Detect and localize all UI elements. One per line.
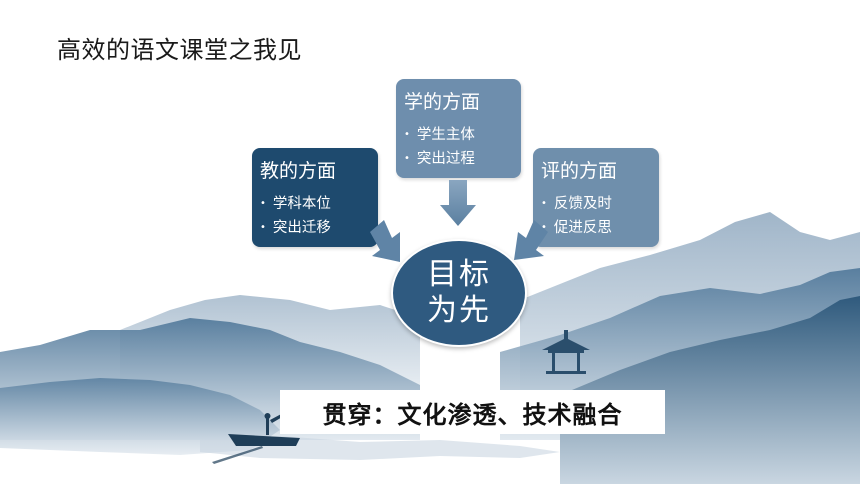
goal-first-circle: 目标 为先 [391, 239, 527, 347]
list-item: 反馈及时 [541, 193, 659, 217]
assess-aspect-title: 评的方面 [541, 160, 618, 182]
learn-aspect-box: 学的方面 学生主体 突出过程 [396, 79, 521, 178]
list-item: 学科本位 [260, 193, 378, 217]
down-right-arrow-icon [370, 220, 400, 262]
near-mountain-left [0, 378, 280, 455]
near-mountain-right [560, 296, 860, 484]
teach-aspect-title: 教的方面 [260, 160, 337, 182]
goal-line-2: 为先 [427, 293, 491, 328]
list-item: 突出迁移 [260, 217, 378, 241]
list-item: 突出过程 [404, 148, 521, 172]
assess-aspect-box: 评的方面 反馈及时 促进反思 [533, 148, 659, 247]
teach-aspect-list: 学科本位 突出迁移 [252, 193, 378, 241]
teach-aspect-box: 教的方面 学科本位 突出迁移 [252, 148, 378, 247]
list-item: 促进反思 [541, 217, 659, 241]
goal-line-1: 目标 [427, 257, 491, 292]
learn-aspect-title: 学的方面 [404, 91, 481, 113]
learn-aspect-list: 学生主体 突出过程 [396, 124, 521, 172]
assess-aspect-list: 反馈及时 促进反思 [533, 193, 659, 241]
pavilion-icon [542, 330, 590, 374]
page-title: 高效的语文课堂之我见 [57, 36, 302, 64]
down-arrow-icon [440, 180, 476, 226]
down-left-arrow-icon [514, 220, 548, 260]
through-line-banner: 贯穿：文化渗透、技术融合 [280, 390, 665, 434]
list-item: 学生主体 [404, 124, 521, 148]
